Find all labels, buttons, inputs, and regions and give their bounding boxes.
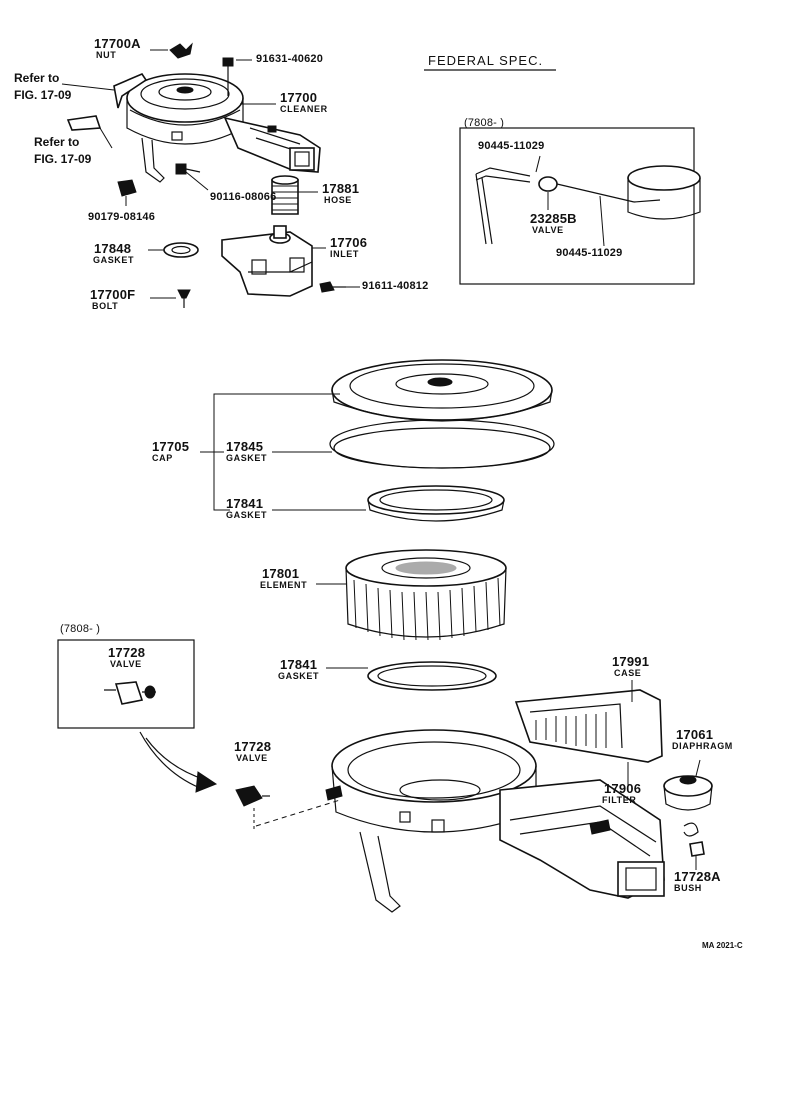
label-17705-no: 17705 <box>152 439 190 454</box>
label-17061-no: 17061 <box>676 727 714 742</box>
label-17881-no: 17881 <box>322 181 360 196</box>
label-17728A-no: 17728A <box>674 869 721 884</box>
label-17706-name: INLET <box>330 249 359 259</box>
bolt-91631 <box>222 57 234 96</box>
ref-fig-1-line2: FIG. 17-09 <box>14 88 72 102</box>
cap-17705 <box>331 359 553 422</box>
label-91631: 91631-40620 <box>256 53 324 65</box>
label-17845-name: GASKET <box>226 453 268 463</box>
label-17700F-no: 17700F <box>90 287 136 302</box>
label-17848-name: GASKET <box>93 255 135 265</box>
valve-17728-installed <box>235 785 341 830</box>
label-90179: 90179-08146 <box>88 211 156 223</box>
label-17061-name: DIAPHRAGM <box>672 741 733 751</box>
label-17700A-no: 17700A <box>94 36 141 51</box>
label-17801-no: 17801 <box>262 566 300 581</box>
federal-valve-no: 23285B <box>530 211 577 226</box>
ref-fig-1-line1: Refer to <box>14 71 60 85</box>
gasket-17848 <box>163 242 199 258</box>
hose-17881 <box>271 175 299 215</box>
label-17700-name: CLEANER <box>280 104 328 114</box>
gasket-17841-lower <box>367 661 497 691</box>
label-17700-no: 17700 <box>280 90 318 105</box>
nut-17700A <box>169 42 193 59</box>
ref-fig-2-line1: Refer to <box>34 135 80 149</box>
diaphragm-17061 <box>663 775 713 811</box>
valve-inset-left <box>57 639 218 793</box>
bush-17728A <box>683 822 705 857</box>
diagram-code: MA 2021-C <box>702 941 743 950</box>
label-17841-lower-no: 17841 <box>280 657 318 672</box>
label-17700F-name: BOLT <box>92 301 119 311</box>
screw-91611 <box>319 281 346 293</box>
bolt-17700F <box>177 289 191 308</box>
label-17705-name: CAP <box>152 453 173 463</box>
label-17841-upper-no: 17841 <box>226 496 264 511</box>
label-17845-no: 17845 <box>226 439 264 454</box>
leaders-top <box>61 49 360 299</box>
label-17700A-name: NUT <box>96 50 117 60</box>
federal-hose-2: 90445-11029 <box>556 247 623 259</box>
label-17841-lower-name: GASKET <box>278 671 320 681</box>
federal-valve-name: VALVE <box>532 225 564 235</box>
label-91611: 91611-40812 <box>362 280 429 292</box>
gasket-17841-upper <box>367 485 505 522</box>
label-17906-no: 17906 <box>604 781 642 796</box>
screw-90116 <box>175 163 201 175</box>
label-17728-name: VALVE <box>236 753 268 763</box>
label-17991-name: CASE <box>614 668 642 678</box>
element-17801 <box>345 549 507 641</box>
label-17906-name: FILTER <box>602 795 637 805</box>
federal-spec-title: FEDERAL SPEC. <box>428 53 544 68</box>
label-17841-upper-name: GASKET <box>226 510 268 520</box>
nut-90179 <box>117 179 137 197</box>
label-17706-no: 17706 <box>330 235 368 250</box>
federal-inset-date: (7808- ) <box>464 117 505 129</box>
label-17991-no: 17991 <box>612 654 650 669</box>
inlet-17706 <box>221 225 313 297</box>
label-17801-name: ELEMENT <box>260 580 308 590</box>
label-17728-inset-name: VALVE <box>110 659 142 669</box>
case-17991 <box>514 689 663 763</box>
housing-lower <box>325 729 665 913</box>
gasket-17845 <box>329 419 555 469</box>
left-inset-date: (7808- ) <box>60 623 101 635</box>
label-17848-no: 17848 <box>94 241 132 256</box>
group-bracket <box>200 393 368 669</box>
federal-hose-1: 90445-11029 <box>478 140 545 152</box>
label-17728-no: 17728 <box>234 739 272 754</box>
label-17728-inset-no: 17728 <box>108 645 146 660</box>
label-90116: 90116-08066 <box>210 191 277 203</box>
ref-fig-2-line2: FIG. 17-09 <box>34 152 92 166</box>
cleaner-assembly-top <box>66 73 321 183</box>
federal-spec-inset <box>424 69 701 285</box>
label-17881-name: HOSE <box>324 195 352 205</box>
leaders-lower <box>627 680 701 870</box>
label-17728A-name: BUSH <box>674 883 702 893</box>
